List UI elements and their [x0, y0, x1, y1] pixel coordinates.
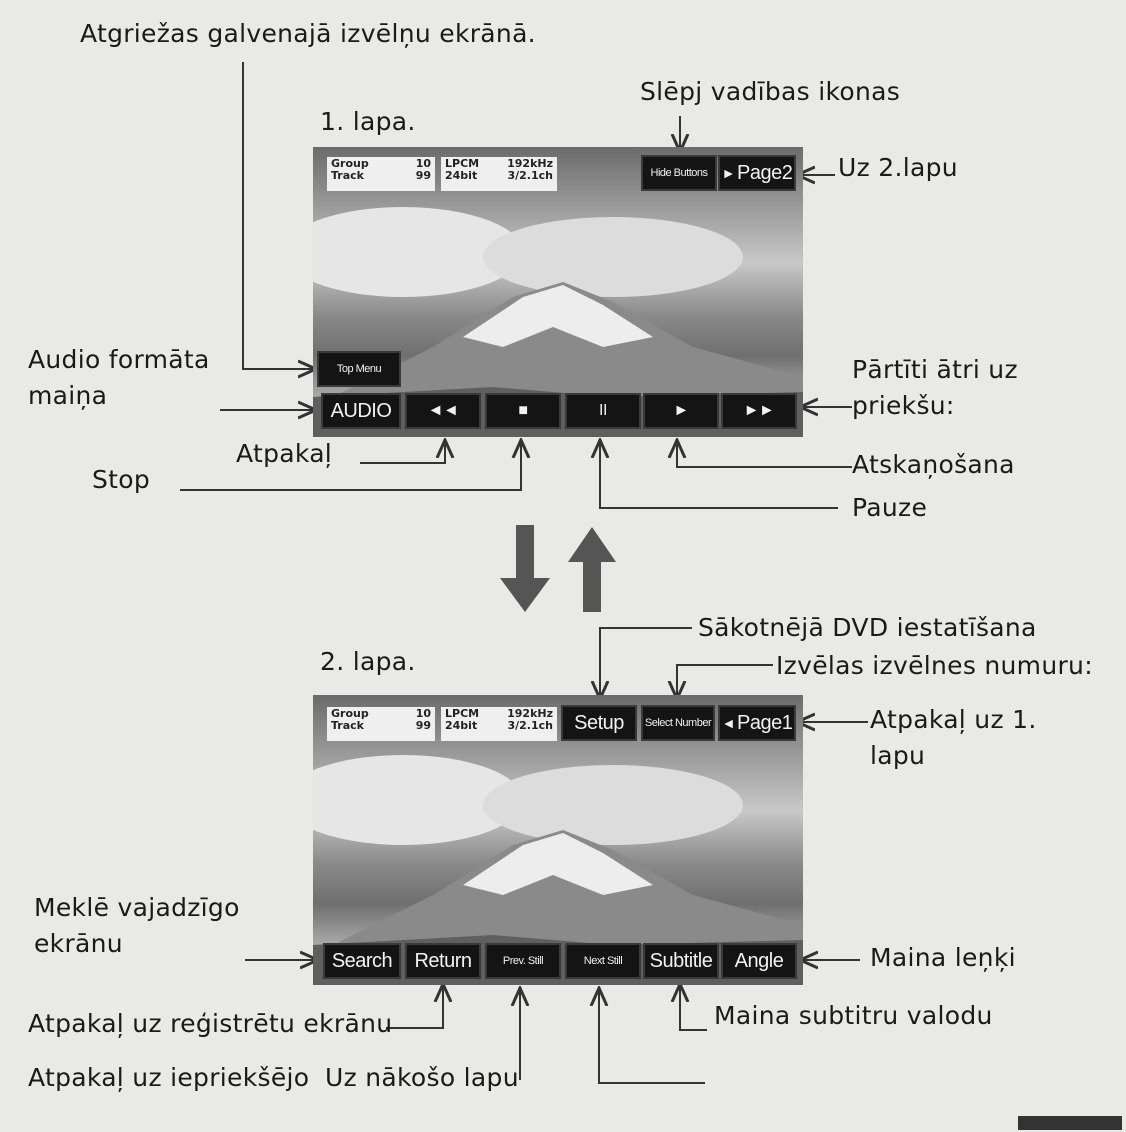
- play-icon: ►: [673, 402, 689, 419]
- select-number-button[interactable]: Select Number: [641, 705, 715, 741]
- return-button[interactable]: Return: [405, 943, 481, 979]
- line-return: [386, 984, 443, 1029]
- label-audio: Audio formāta maiņa: [28, 345, 210, 410]
- stop-button[interactable]: ■: [485, 393, 561, 429]
- page-switch-arrows: [500, 525, 616, 612]
- figure-code-tag: [1018, 1116, 1122, 1130]
- arrow-down-icon: [500, 525, 550, 612]
- next-still-button[interactable]: Next Still: [565, 943, 641, 979]
- rewind-icon: ◄◄: [427, 402, 459, 419]
- line-setup: [600, 627, 692, 699]
- top-menu-button[interactable]: Top Menu: [317, 351, 401, 387]
- label-angle: Maina leņķi: [870, 943, 1016, 972]
- label-stop: Stop: [92, 465, 151, 494]
- label-subtitle: Maina subtitru valodu: [714, 1001, 993, 1030]
- label-pause: Pauze: [852, 493, 928, 522]
- setup-button[interactable]: Setup: [561, 705, 637, 741]
- line-top-menu: [242, 62, 316, 369]
- label-fast-forward: Pārtīti ātri uz priekšu:: [852, 355, 1018, 420]
- search-button[interactable]: Search: [323, 943, 401, 979]
- line-subtitle: [680, 984, 707, 1031]
- line-pause: [600, 440, 838, 509]
- label-top-menu: Atgriežas galvenajā izvēlņu ekrānā.: [80, 19, 536, 48]
- audio-button[interactable]: AUDIO: [321, 393, 401, 429]
- line-play: [677, 440, 852, 468]
- play-button[interactable]: ►: [643, 393, 719, 429]
- angle-button[interactable]: Angle: [721, 943, 797, 979]
- hide-buttons-button[interactable]: Hide Buttons: [641, 155, 717, 191]
- label-to-page1: Atpakaļ uz 1. lapu: [870, 705, 1037, 770]
- triangle-right-icon: ►: [721, 165, 736, 181]
- page1-heading: 1. lapa.: [320, 107, 416, 136]
- pause-button[interactable]: II: [565, 393, 641, 429]
- line-stop: [180, 440, 521, 491]
- label-search: Meklē vajadzīgo ekrānu: [34, 893, 240, 958]
- label-rewind: Atpakaļ: [236, 439, 333, 468]
- rewind-button[interactable]: ◄◄: [405, 393, 481, 429]
- page2-heading: 2. lapa.: [320, 647, 416, 676]
- label-select-number: Izvēlas izvēlnes numuru:: [776, 651, 1093, 680]
- label-next-still: Uz nākošo lapu: [325, 1063, 519, 1092]
- label-play: Atskaņošana: [852, 450, 1015, 479]
- stop-icon: ■: [518, 402, 528, 419]
- prev-still-button[interactable]: Prev. Still: [485, 943, 561, 979]
- page1-button[interactable]: ◄Page1: [718, 705, 796, 741]
- label-hide-buttons: Slēpj vadības ikonas: [640, 77, 901, 106]
- fast-forward-button[interactable]: ►►: [721, 393, 797, 429]
- label-return: Atpakaļ uz reģistrētu ekrānu: [28, 1009, 393, 1038]
- line-rewind: [360, 440, 445, 464]
- line-select-number: [677, 664, 773, 699]
- page2-button[interactable]: ►Page2: [718, 155, 796, 191]
- pause-icon: II: [599, 402, 607, 419]
- line-next-still: [599, 988, 705, 1084]
- subtitle-button[interactable]: Subtitle: [643, 943, 719, 979]
- arrow-up-icon: [568, 527, 616, 612]
- fast-forward-icon: ►►: [743, 402, 775, 419]
- label-to-page2: Uz 2.lapu: [838, 153, 958, 182]
- triangle-left-icon: ◄: [721, 715, 736, 731]
- label-setup: Sākotnējā DVD iestatīšana: [698, 613, 1037, 642]
- label-prev-still: Atpakaļ uz iepriekšējo: [28, 1063, 310, 1092]
